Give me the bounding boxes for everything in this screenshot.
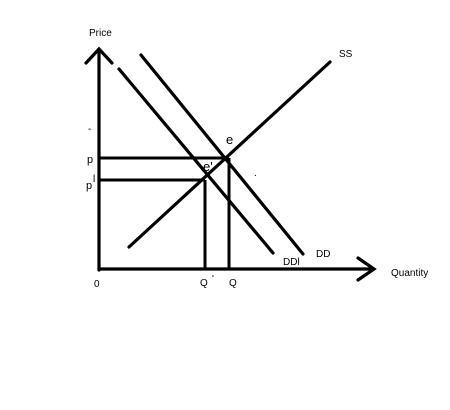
y-axis-arrowhead bbox=[84, 46, 114, 65]
quantity-label-q1: Q bbox=[200, 278, 208, 289]
price-tick-top-mark: - bbox=[88, 124, 91, 135]
x-axis-arrowhead bbox=[356, 256, 377, 282]
y-axis-label: Price bbox=[89, 28, 112, 39]
demand-curve-dd bbox=[139, 53, 305, 256]
equilibrium-label-e1: e' bbox=[203, 159, 213, 174]
price-label-p1: p bbox=[86, 180, 92, 192]
curve-label-ddl: DDl bbox=[283, 257, 300, 268]
supply-curve-ss bbox=[127, 60, 332, 249]
origin-label: 0 bbox=[94, 279, 100, 290]
quantity-label-q1-sup: ' bbox=[212, 274, 214, 285]
curve-label-dd: DD bbox=[316, 249, 330, 260]
equilibrium-label-e: e bbox=[226, 132, 233, 147]
price-label-p1-sup: l bbox=[93, 174, 95, 185]
curve-label-ss: SS bbox=[339, 49, 353, 60]
quantity-label-q: Q bbox=[229, 278, 237, 289]
stray-mark: . bbox=[254, 168, 257, 179]
price-label-p: p bbox=[87, 154, 93, 166]
demand-curve-ddl bbox=[117, 67, 275, 255]
x-axis-label: Quantity bbox=[391, 268, 428, 279]
